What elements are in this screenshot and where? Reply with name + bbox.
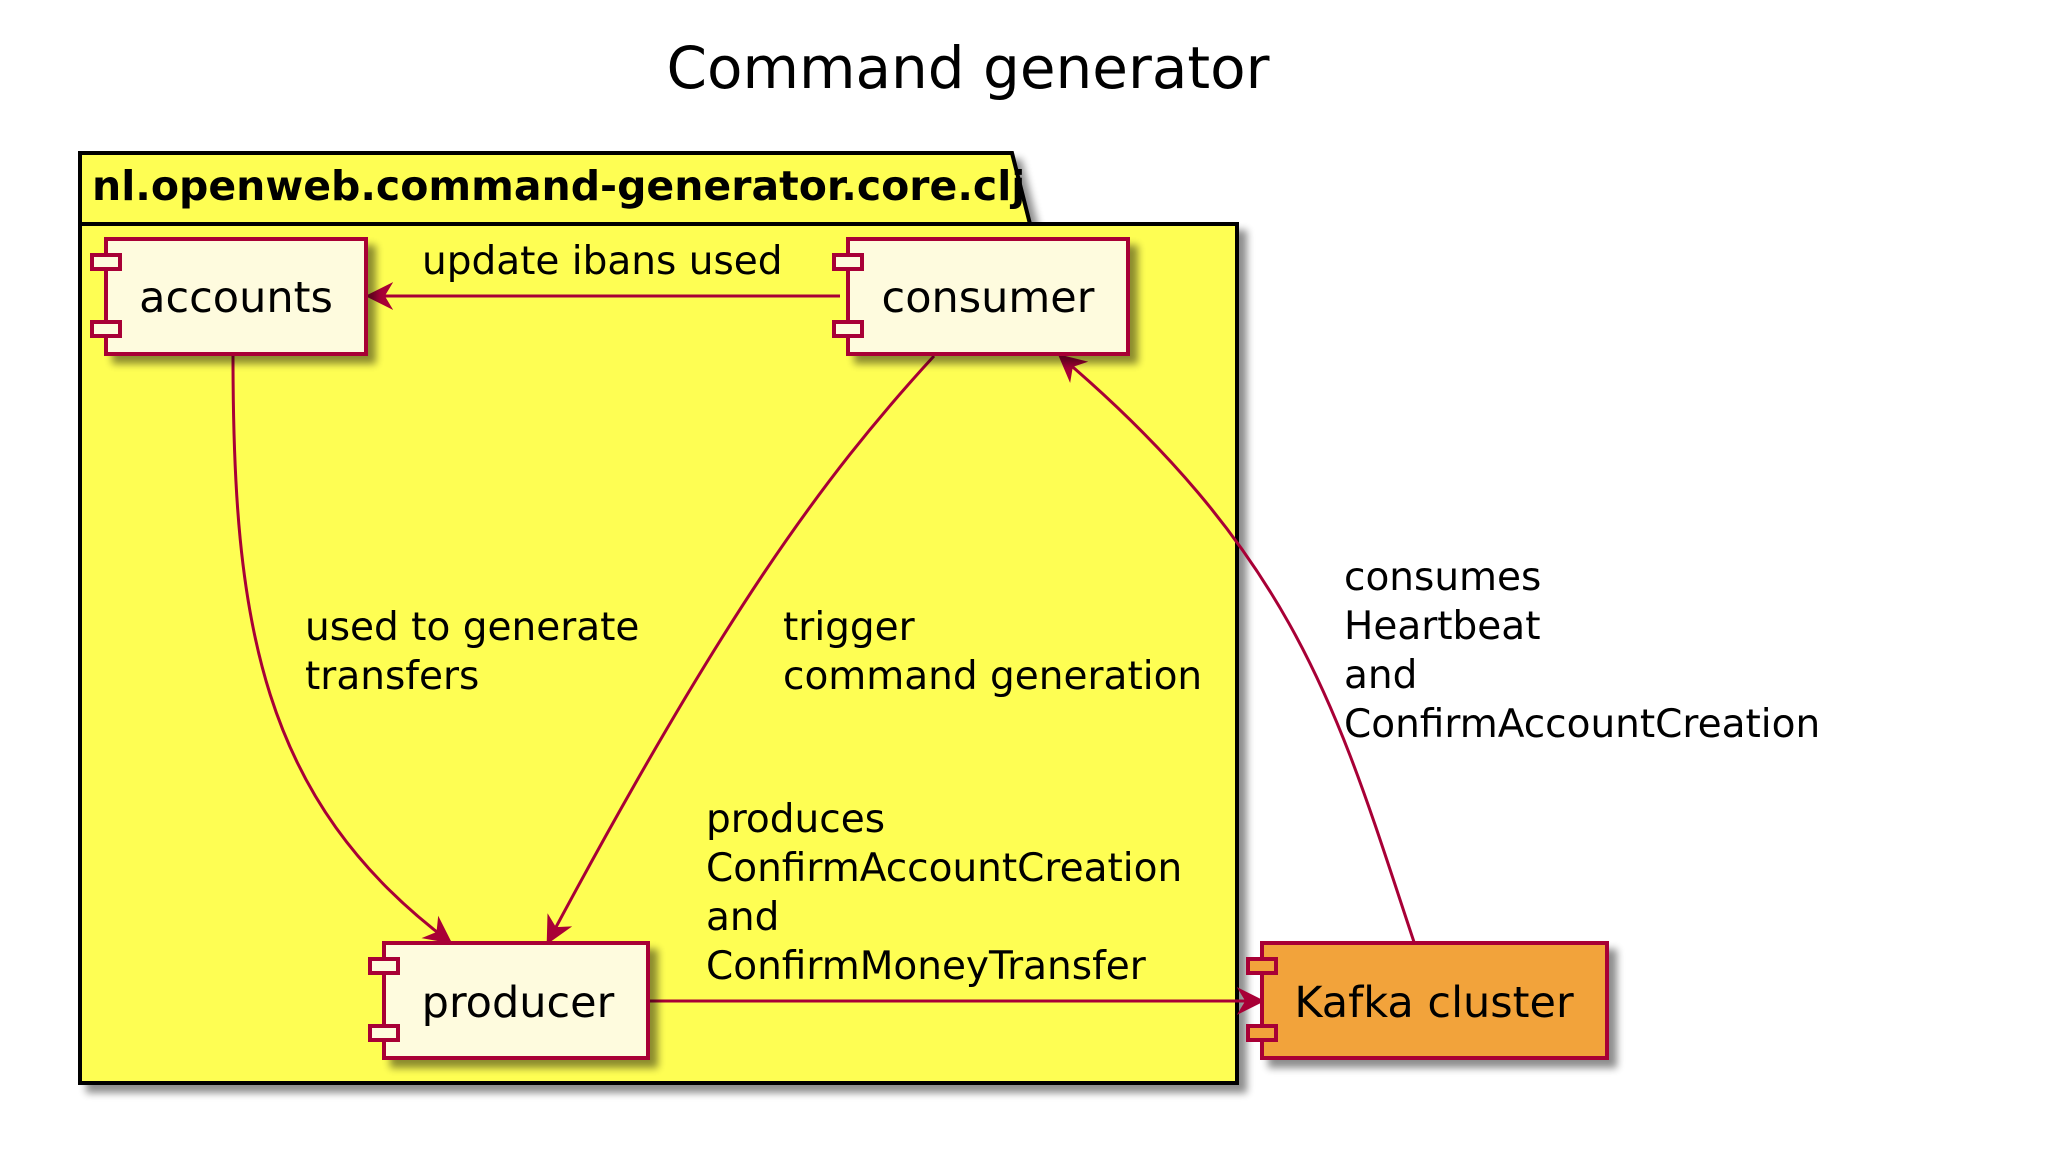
component-port-icon	[1246, 957, 1278, 975]
component-label: Kafka cluster	[1294, 978, 1574, 1028]
edge-label-produces: produces ConfirmAccountCreation and Conf…	[706, 797, 1195, 989]
component-port-icon	[832, 320, 864, 338]
component-label: consumer	[882, 273, 1095, 323]
package-container	[78, 151, 1239, 1085]
edge-consumer-to-producer	[546, 354, 936, 945]
component-port-icon	[90, 320, 122, 338]
diagram-title: Command generator	[667, 34, 1270, 102]
package-name: nl.openweb.command-generator.core.clj	[92, 162, 1025, 210]
component-kafka-cluster[interactable]: Kafka cluster	[1246, 941, 1609, 1060]
edge-label-used-to-generate: used to generate transfers	[305, 605, 652, 699]
edge-kafka-to-consumer	[1057, 354, 1416, 943]
component-label: producer	[422, 978, 615, 1028]
component-label: accounts	[139, 273, 333, 323]
component-port-icon	[832, 253, 864, 271]
component-port-icon	[368, 957, 400, 975]
component-port-icon	[1246, 1024, 1278, 1042]
component-accounts[interactable]: accounts	[90, 237, 368, 356]
component-port-icon	[368, 1024, 400, 1042]
component-consumer[interactable]: consumer	[832, 237, 1130, 356]
edge-label-consumes: consumes Heartbeat and ConfirmAccountCre…	[1344, 555, 1820, 747]
edge-accounts-to-producer	[231, 355, 453, 944]
component-producer[interactable]: producer	[368, 941, 650, 1060]
edge-label-update-ibans: update ibans used	[422, 239, 783, 284]
component-port-icon	[90, 253, 122, 271]
edges	[231, 282, 1416, 1015]
edge-label-trigger: trigger command generation	[783, 605, 1202, 699]
